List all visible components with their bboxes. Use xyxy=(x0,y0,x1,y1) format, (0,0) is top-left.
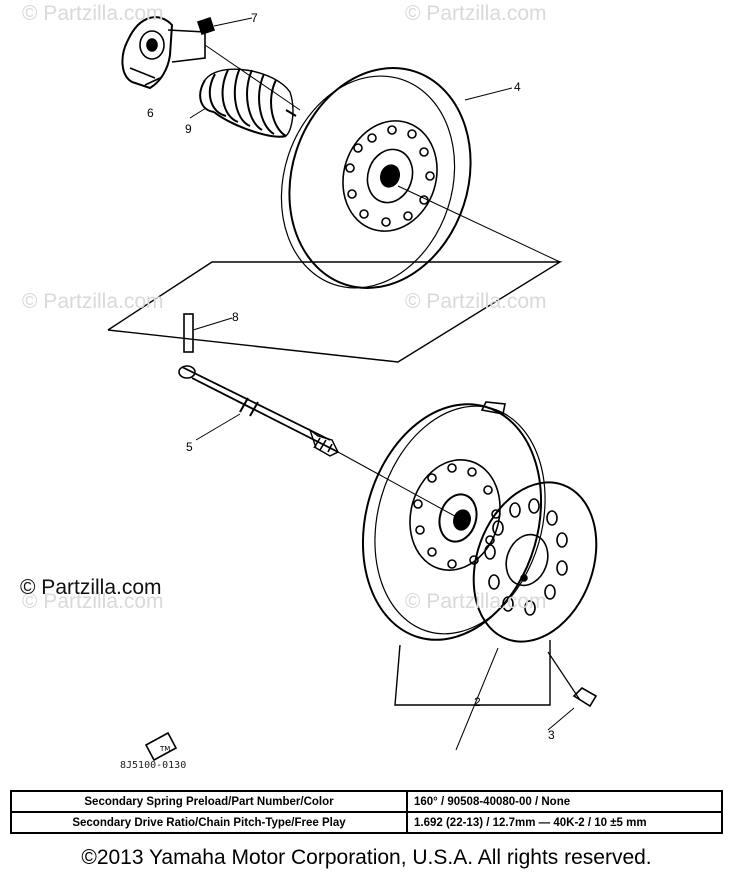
spring-part xyxy=(189,67,297,138)
callout-4: 4 xyxy=(514,80,521,94)
callout-8: 8 xyxy=(232,310,239,324)
callout-5: 5 xyxy=(186,440,193,454)
watermark-1: © Partzilla.com xyxy=(22,2,164,25)
slider-part xyxy=(196,16,253,36)
watermark-5: © Partzilla.com xyxy=(22,590,164,613)
watermark-6: © Partzilla.com xyxy=(405,590,547,613)
manual-reference-icon: TM xyxy=(144,731,178,762)
bolt-part xyxy=(547,651,598,731)
prominent-watermark: © Partzilla.com xyxy=(20,576,162,599)
svg-text:TM: TM xyxy=(159,745,170,753)
callout-3: 3 xyxy=(548,728,555,742)
diagram-code: 8J5100-0130 xyxy=(120,760,187,771)
spec-table: Secondary Spring Preload/Part Number/Col… xyxy=(10,790,723,834)
shaft-part xyxy=(178,365,463,521)
fixed-sheave-part xyxy=(361,401,546,641)
cam-bracket-part xyxy=(121,16,301,111)
callout-7: 7 xyxy=(251,11,258,25)
spec-value: 160° / 90508-40080-00 / None xyxy=(406,790,723,813)
spec-label: Secondary Drive Ratio/Chain Pitch-Type/F… xyxy=(10,811,408,834)
movable-sheave-part xyxy=(280,67,561,289)
watermark-2: © Partzilla.com xyxy=(405,2,547,25)
copyright-notice: ©2013 Yamaha Motor Corporation, U.S.A. A… xyxy=(81,846,652,869)
callout-2: 2 xyxy=(474,695,481,709)
perforated-plate-part xyxy=(455,481,598,751)
pin-part xyxy=(183,313,233,353)
watermark-3: © Partzilla.com xyxy=(22,290,164,313)
lower-assembly-bracket xyxy=(394,640,551,706)
callout-9: 9 xyxy=(185,122,192,136)
table-row: Secondary Drive Ratio/Chain Pitch-Type/F… xyxy=(10,811,723,834)
watermark-4: © Partzilla.com xyxy=(405,290,547,313)
callout-6: 6 xyxy=(147,106,154,120)
spec-label: Secondary Spring Preload/Part Number/Col… xyxy=(10,790,408,813)
spec-value: 1.692 (22-13) / 12.7mm — 40K-2 / 10 ±5 m… xyxy=(406,811,723,834)
table-row: Secondary Spring Preload/Part Number/Col… xyxy=(10,790,723,813)
